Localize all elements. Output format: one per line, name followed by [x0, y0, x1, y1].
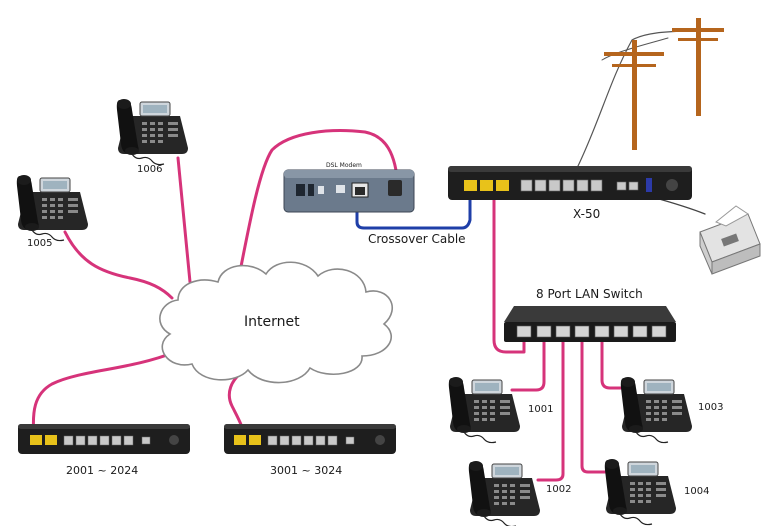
- phone-label-1006: 1006: [137, 164, 162, 175]
- lan-switch-label: 8 Port LAN Switch: [536, 287, 643, 301]
- router-icon: [448, 166, 692, 200]
- ip-phone-icon: [448, 376, 521, 444]
- phone-line-pole-x50-2: [601, 37, 669, 61]
- crossover-cable-label: Crossover Cable: [368, 232, 466, 246]
- ip-phone-icon: [604, 458, 677, 526]
- ip-phone-icon: [116, 98, 189, 166]
- cable-switch-1003: [600, 335, 632, 390]
- fax-machine: [699, 205, 761, 275]
- ip-phone-1001: [448, 376, 521, 444]
- phone-label-1001: 1001: [528, 404, 553, 415]
- cable-1005-internet: [63, 230, 174, 300]
- internet-label: Internet: [244, 314, 300, 330]
- cloud-icon: [159, 261, 394, 384]
- router-icon: [18, 424, 190, 454]
- phone-label-1002: 1002: [546, 484, 571, 495]
- ip-phone-1003: [620, 376, 693, 444]
- ip-phone-1005: [16, 174, 89, 242]
- cable-switch-1001: [510, 335, 546, 392]
- gateway-3000: 3001 ~ 3024: [224, 424, 396, 477]
- x50-router: X-50: [448, 166, 692, 221]
- cable-internet-dsl-modem: [236, 129, 400, 284]
- dsl-modem-label: DSL Modem: [326, 162, 362, 169]
- dsl-modem: DSL Modem: [283, 162, 415, 213]
- lan-switch: 8 Port LAN Switch: [504, 287, 676, 342]
- ip-phone-icon: [620, 376, 693, 444]
- x50-label: X-50: [573, 207, 600, 221]
- ip-phone-1002: [468, 460, 541, 526]
- phone-label-1003: 1003: [698, 402, 723, 413]
- internet-cloud: Internet: [159, 261, 394, 384]
- ip-phone-icon: [468, 460, 541, 526]
- cable-crossover: [355, 195, 472, 230]
- gateway-3000-label: 3001 ~ 3024: [270, 464, 342, 477]
- phone-line-pole-x50: [577, 29, 706, 167]
- cable-switch-1002: [536, 335, 565, 482]
- phone-label-1005: 1005: [27, 238, 52, 249]
- ip-phone-1004: [604, 458, 677, 526]
- cable-1006-internet: [176, 156, 192, 284]
- cable-switch-1004: [580, 335, 616, 474]
- cable-internet-gateway-2000: [31, 350, 177, 438]
- gateway-2000-label: 2001 ~ 2024: [66, 464, 138, 477]
- gateway-2000: 2001 ~ 2024: [18, 424, 190, 477]
- telephone-poles: [604, 18, 724, 150]
- cable-layer: [31, 29, 706, 482]
- ip-phone-icon: [16, 174, 89, 242]
- dsl-modem-icon: [283, 169, 415, 213]
- switch-icon: [504, 306, 676, 342]
- fax-machine-icon: [699, 205, 761, 275]
- phone-label-1004: 1004: [684, 486, 709, 497]
- router-icon: [224, 424, 396, 454]
- ip-phone-1006: [116, 98, 189, 166]
- cable-x50-switch: [492, 195, 526, 354]
- telephone-pole-icon: [604, 18, 724, 150]
